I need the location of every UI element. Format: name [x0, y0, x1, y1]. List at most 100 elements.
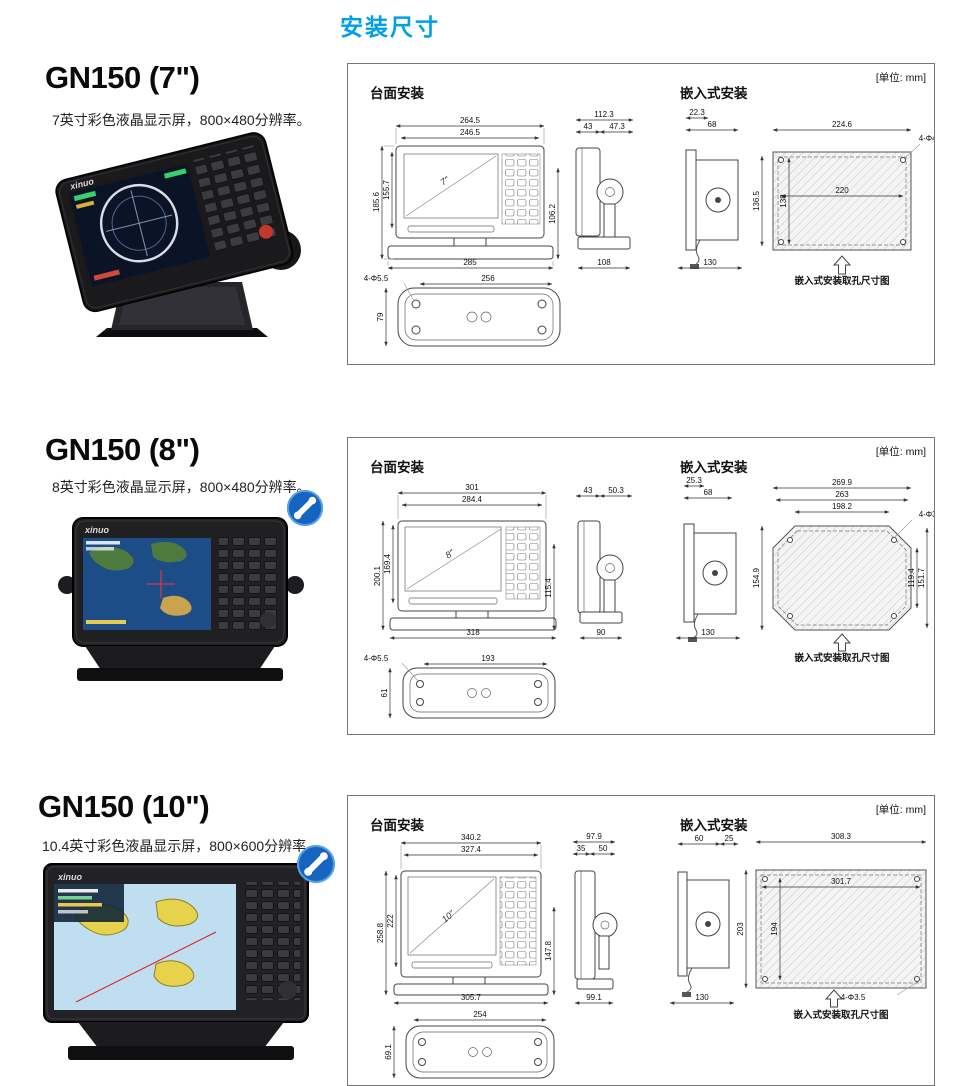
- dim-label: 269.9: [832, 478, 853, 487]
- product-photo-gn150-8: xinuo: [58, 517, 304, 681]
- dim-label: 99.1: [586, 993, 602, 1002]
- device-screen-map: [83, 538, 211, 630]
- dim-label: 327.4: [461, 845, 482, 854]
- product-photo-gn150-10: xinuo: [43, 863, 309, 1060]
- dim-label: 169.4: [383, 553, 392, 574]
- dim-label: 22.3: [689, 108, 705, 117]
- dim-label: 43: [584, 486, 593, 495]
- dim-label: 25: [725, 834, 734, 843]
- cutout-caption: 嵌入式安装取孔尺寸图: [793, 1009, 888, 1021]
- dim-label: 79: [376, 312, 385, 321]
- cutout-diagram: 224.6 220 136.5 138 4-Φ4.5 嵌入式安装取孔尺寸图: [752, 120, 934, 287]
- model-title-gn150-8: GN150 (8"): [45, 432, 200, 467]
- dimension-panel-gn150-8: 台面安装 嵌入式安装 [单位: mm] 8" 301: [347, 437, 935, 735]
- dim-label: 264.5: [460, 116, 481, 125]
- keypad: [193, 144, 282, 256]
- mount-base: [77, 668, 283, 681]
- mount-bracket: [85, 646, 275, 670]
- cutout-diagram: 308.3 301.7 203 194 4-Φ3.5 嵌入式安装取孔尺寸图: [736, 832, 927, 1021]
- mount-base: [68, 1046, 294, 1060]
- dim-label: 4-Φ3.5: [841, 993, 866, 1002]
- side-knob-right: [286, 576, 304, 594]
- dim-label: 61: [380, 688, 389, 697]
- dim-label: 258.8: [376, 922, 385, 943]
- compass-display: [99, 183, 179, 263]
- dim-label: 222: [386, 914, 395, 928]
- mount-bracket: [78, 1022, 284, 1048]
- front-view-drawing: 8" 301 284.4 200.1 169.4 115.4 318: [373, 483, 557, 640]
- dim-label: 203: [736, 922, 745, 936]
- dim-label: 4-Φ4.5: [919, 134, 934, 143]
- flush-mount-side-drawing: 22.3 68 130: [677, 108, 743, 270]
- dim-label: 69.1: [384, 1044, 393, 1060]
- up-arrow-icon: [832, 633, 852, 652]
- dim-label: 43: [584, 122, 593, 131]
- dimension-drawing-gn150-7: 7" 264.5 246.5 185.6 155.7 106.2 28: [364, 108, 934, 347]
- dim-label: 308.3: [831, 832, 852, 841]
- dim-label: 97.9: [586, 832, 602, 841]
- side-view-drawing: 43 50.3 90: [575, 486, 633, 640]
- dim-label: 130: [701, 628, 715, 637]
- unit-label: [单位: mm]: [875, 446, 926, 458]
- dimension-panel-gn150-7: 台面安装 嵌入式安装 [单位: mm] 7" 264.5: [347, 63, 935, 365]
- dim-label: 301.7: [831, 877, 852, 886]
- dim-label: 35: [577, 844, 586, 853]
- side-view-drawing: 97.9 35 50 99.1: [572, 832, 618, 1005]
- flush-mount-label: 嵌入式安装: [680, 460, 748, 475]
- flush-mount-side-drawing: 25.3 68 130: [675, 476, 741, 642]
- dim-label: 194: [770, 922, 779, 936]
- front-view-drawing: 10" 340.2 327.4 258.8 222 147.8 305.7: [376, 833, 556, 1005]
- device-screen-chart: [54, 884, 236, 1010]
- dim-label: 301: [465, 483, 479, 492]
- dim-label: 263: [835, 490, 849, 499]
- dim-label: 119.4: [907, 568, 916, 588]
- phone-badge-icon: [286, 489, 324, 527]
- product-photo-gn150-7: xinuo: [55, 132, 301, 337]
- dim-label: 50: [599, 844, 608, 853]
- dim-label: 254: [473, 1010, 487, 1019]
- phone-badge-icon: [297, 845, 335, 883]
- dim-label: 246.5: [460, 128, 481, 137]
- dim-label: 130: [703, 258, 717, 267]
- dim-label: 155.7: [382, 179, 391, 200]
- dim-label: 68: [708, 120, 717, 129]
- unit-label: [单位: mm]: [875, 72, 926, 84]
- dim-label: 305.7: [461, 993, 482, 1002]
- cutout-diagram: 269.9 263 198.2 154.9 119.4 151.7 4-Φ3.5…: [752, 478, 934, 664]
- model-description-gn150-7: 7英寸彩色液晶显示屏，800×480分辨率。: [52, 112, 311, 128]
- dim-label: 4-Φ5.5: [364, 274, 389, 283]
- cutout-caption: 嵌入式安装取孔尺寸图: [794, 652, 889, 664]
- dim-label: 256: [481, 274, 495, 283]
- dim-label: 224.6: [832, 120, 853, 129]
- dim-label: 47.3: [609, 122, 625, 131]
- desktop-mount-label: 台面安装: [370, 460, 424, 475]
- dim-label: 106.2: [548, 203, 557, 224]
- up-arrow-icon: [832, 255, 852, 275]
- dim-label: 151.7: [917, 567, 926, 588]
- dim-label: 25.3: [686, 476, 702, 485]
- dim-label: 4-Φ3.5: [919, 510, 934, 519]
- dim-label: 198.2: [832, 502, 853, 511]
- control-knob: [279, 981, 297, 999]
- desktop-mount-label: 台面安装: [370, 818, 424, 833]
- front-view-drawing: 7" 264.5 246.5 185.6 155.7 106.2 28: [372, 116, 560, 270]
- bracket-base-drawing: 4-Φ5.5 193 61: [364, 654, 556, 719]
- cutout-caption: 嵌入式安装取孔尺寸图: [794, 275, 889, 287]
- model-description-gn150-10: 10.4英寸彩色液晶显示屏，800×600分辨率。: [42, 838, 321, 854]
- dim-label: 220: [835, 186, 849, 195]
- dim-label: 318: [466, 628, 480, 637]
- dim-label: 284.4: [462, 495, 483, 504]
- model-title-gn150-10: GN150 (10"): [38, 789, 210, 824]
- dim-label: 60: [695, 834, 704, 843]
- device-body: xinuo: [55, 132, 294, 313]
- dim-label: 112.3: [594, 110, 614, 119]
- keypad: [244, 882, 300, 1000]
- dim-label: 68: [704, 488, 713, 497]
- dim-label: 50.3: [608, 486, 624, 495]
- flush-mount-label: 嵌入式安装: [680, 818, 748, 833]
- dimension-drawing-gn150-10: 10" 340.2 327.4 258.8 222 147.8 305.7: [376, 832, 927, 1079]
- bracket-base-drawing: 4-Φ5.5 256 79: [364, 274, 561, 347]
- dim-label: 185.6: [372, 191, 381, 212]
- desktop-mount-label: 台面安装: [370, 86, 424, 101]
